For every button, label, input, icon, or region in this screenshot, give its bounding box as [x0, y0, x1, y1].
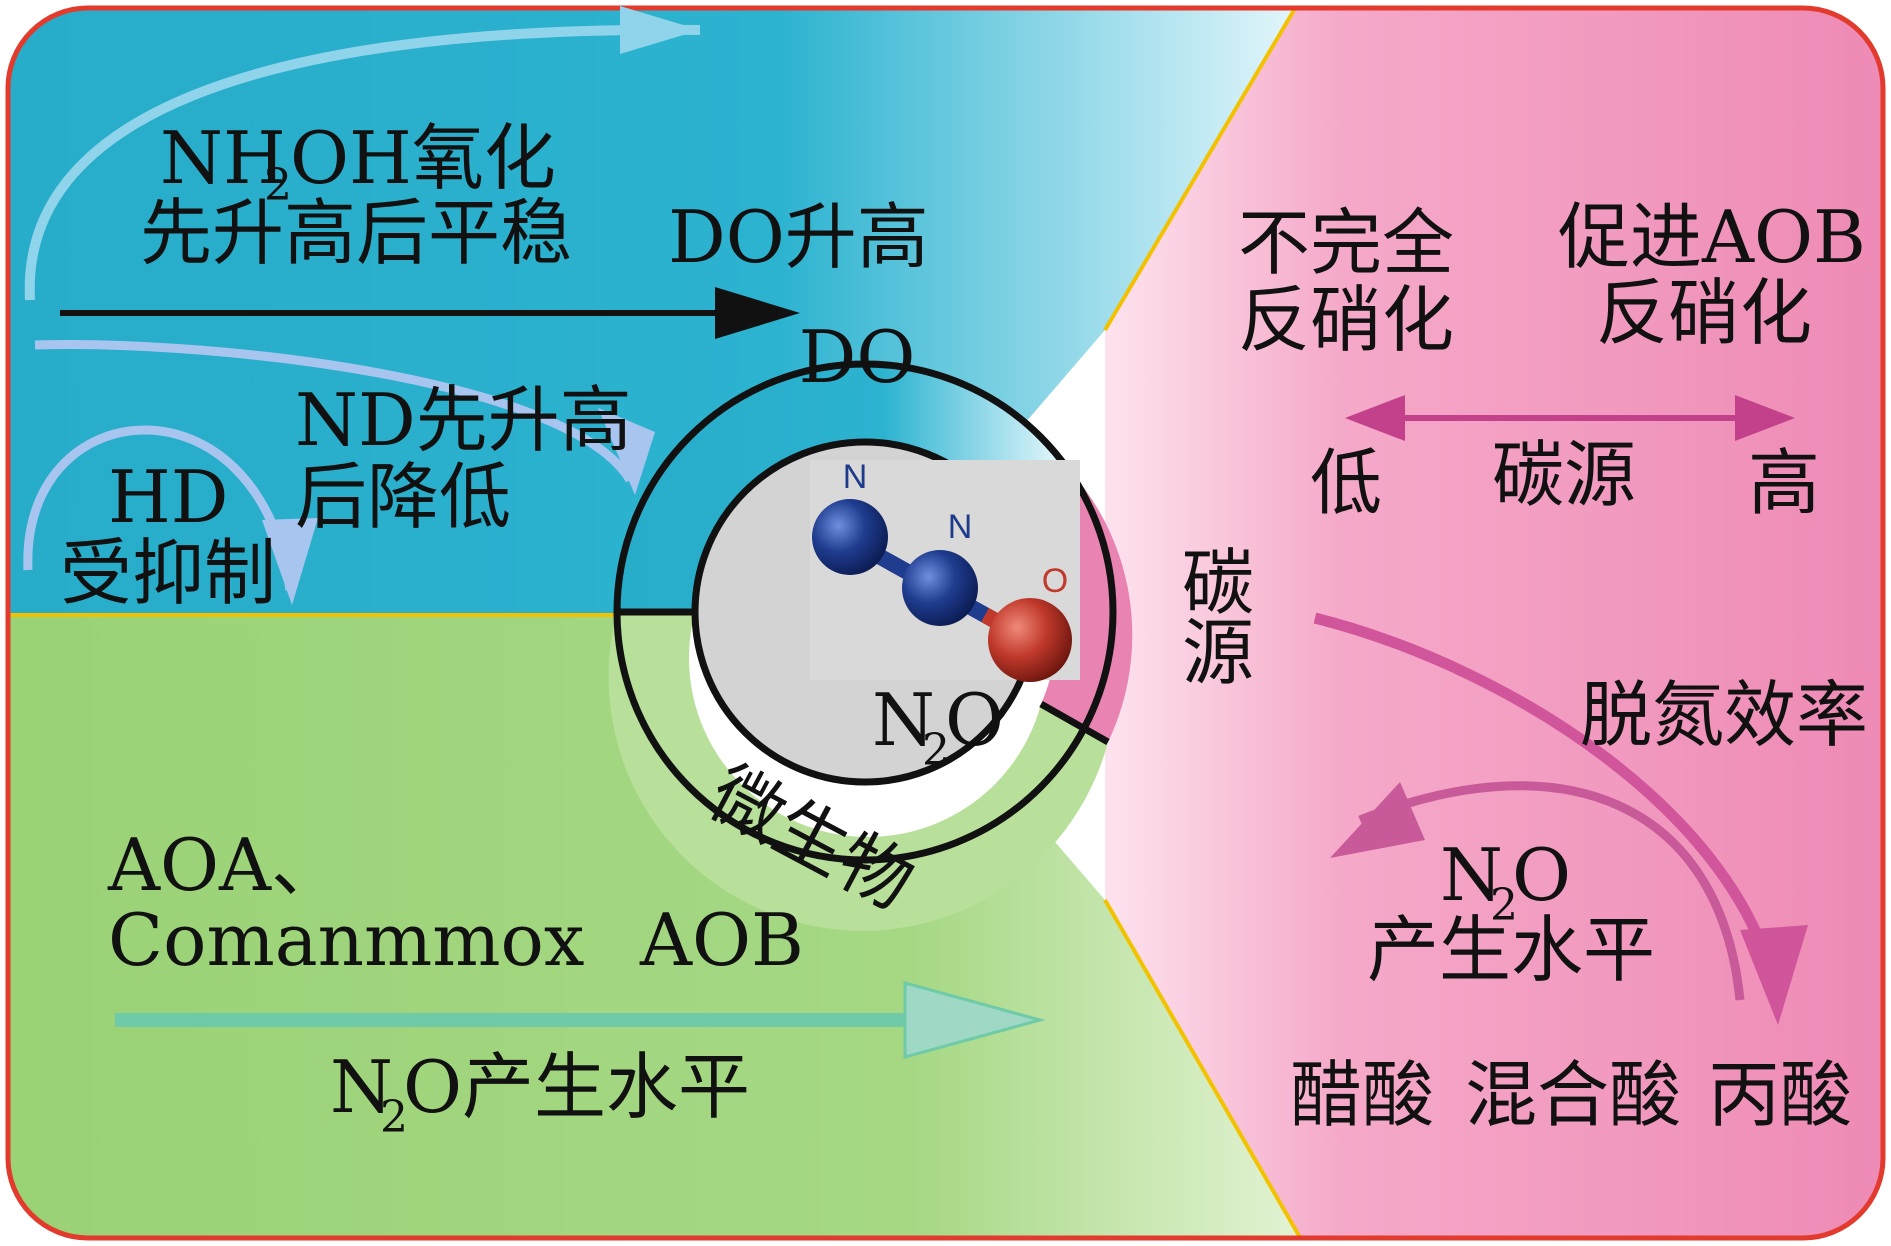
- ring-divider-lower: [1039, 700, 1110, 746]
- do-increase-label: DO升高: [668, 195, 929, 279]
- microbe-n2o-label-n: N: [330, 1045, 393, 1129]
- atom-n-2-label: N: [948, 508, 973, 546]
- n2o-level-label-n: N: [1440, 833, 1503, 917]
- n2o-level-label-o: O: [1512, 833, 1571, 917]
- n2o-level-label-sub: 2: [1490, 880, 1518, 931]
- microbe-n2o-label-sub: 2: [380, 1092, 408, 1143]
- carbon-double-arrowhead-right: [1735, 395, 1795, 441]
- aob-denitrification-1: 促进AOB: [1558, 195, 1866, 279]
- incomplete-denitrification-2: 反硝化: [1238, 278, 1454, 362]
- carbon-high-label: 高: [1748, 441, 1820, 525]
- efficiency-curve-arrow: [1313, 612, 1781, 992]
- divider-line-upper: [1103, 8, 1302, 332]
- do-arrows: [23, 6, 800, 605]
- divider-line-lower: [1103, 898, 1307, 1238]
- ring-microbe-sector: [608, 612, 1108, 931]
- carbon-double-arrowhead-left: [1345, 395, 1405, 441]
- nh2oh-label-sub: 2: [264, 160, 292, 211]
- core-n2o-sub: 2: [922, 725, 950, 776]
- microbe-section-labels: AOA、 Comanmmox AOB N 2 O产生水平: [107, 823, 804, 1143]
- denitrification-efficiency-label: 脱氮效率: [1580, 673, 1868, 757]
- hd-curve-arrow: [23, 425, 295, 591]
- microbe-n2o-label-rest: O产生水平: [403, 1045, 750, 1129]
- ring-carbon-label-2: 源: [1182, 611, 1254, 695]
- carbon-source-label: 碳源: [1492, 433, 1636, 517]
- carbon-low-label: 低: [1310, 441, 1382, 525]
- efficiency-curve-arrowhead: [1740, 925, 1808, 1025]
- outer-frame: [5, 5, 1886, 1241]
- core-n2o-n: N: [872, 678, 935, 762]
- incomplete-denitrification-1: 不完全: [1238, 201, 1454, 285]
- atom-o: [988, 598, 1072, 682]
- nh2oh-label-2: 先升高后平稳: [140, 191, 572, 275]
- atom-n-1-label: N: [843, 458, 868, 496]
- microbe-n2o-arrowhead: [903, 981, 1046, 1059]
- carbon-panel: [1105, 8, 1883, 1238]
- propionic-acid-label: 丙酸: [1708, 1053, 1852, 1137]
- microbe-arrows: [115, 981, 1046, 1059]
- hd-curve-arrowhead: [262, 518, 318, 605]
- n2o-molecule: N N O: [810, 458, 1080, 682]
- ring-do-sector: [617, 364, 1062, 612]
- atom-n-1: [812, 499, 888, 575]
- core-n2o-o: O: [945, 678, 1004, 762]
- comammox-label: Comanmmox: [108, 898, 585, 982]
- ring-do-label: DO: [799, 315, 916, 399]
- aoa-label: AOA、: [107, 823, 343, 907]
- n2o-level-curve-arrow: [1358, 781, 1745, 1001]
- carbon-arrows: [1313, 395, 1808, 1025]
- nh2oh-curve-arrowhead: [620, 6, 700, 54]
- nd-label-1: ND先升高: [295, 378, 632, 462]
- mixed-acid-label: 混合酸: [1465, 1053, 1681, 1137]
- acetic-acid-label: 醋酸: [1290, 1053, 1434, 1137]
- aob-denitrification-2: 反硝化: [1596, 271, 1812, 355]
- atom-n-2: [902, 550, 978, 626]
- core-n2o-label: N 2 O: [872, 678, 1004, 776]
- nh2oh-label-a: NH: [160, 116, 286, 200]
- nd-curve-arrowhead: [598, 408, 655, 495]
- hd-label-1: HD: [108, 455, 229, 539]
- nd-label-2: 后降低: [295, 455, 511, 539]
- do-increase-arrowhead: [715, 287, 800, 339]
- nh2oh-label-b: OH氧化: [290, 116, 556, 200]
- carbon-section-labels: 不完全 反硝化 促进AOB 反硝化 低 碳源 高 脱氮效率 N 2 O 产生水平…: [1238, 195, 1868, 1137]
- ring-carbon-label-1: 碳: [1182, 541, 1254, 625]
- atom-o-label: O: [1042, 562, 1068, 600]
- aob-label: AOB: [639, 898, 804, 982]
- do-section-labels: NH 2 OH氧化 先升高后平稳 DO升高 ND先升高 后降低 HD 受抑制: [60, 116, 929, 615]
- n2o-level-curve-arrowhead: [1330, 782, 1425, 858]
- n2o-level-label-2: 产生水平: [1367, 908, 1655, 992]
- nd-curve-arrow: [34, 340, 634, 483]
- nh2oh-curve-arrow: [24, 24, 701, 301]
- hd-label-2: 受抑制: [60, 531, 276, 615]
